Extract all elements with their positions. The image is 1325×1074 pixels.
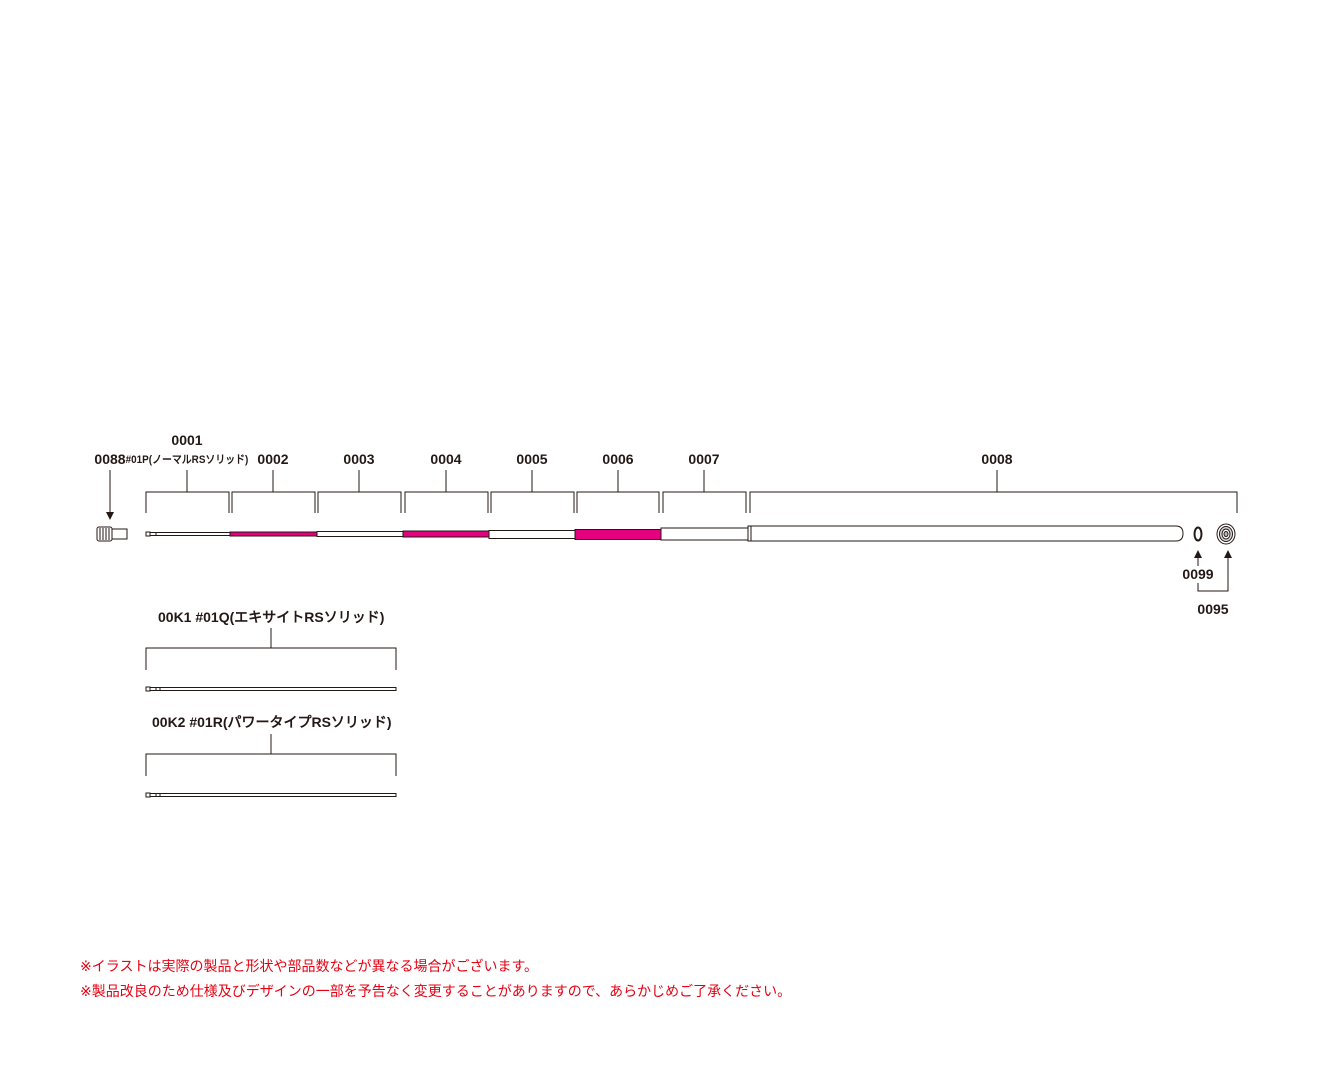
- bracket-0002: [231, 470, 316, 513]
- label-0004: 0004: [430, 451, 462, 467]
- label-00k1: 00K1 #01Q(エキサイトRSソリッド): [158, 609, 385, 625]
- bracket-0008: [749, 470, 1238, 513]
- label-0003: 0003: [343, 451, 375, 467]
- bracket-0001: [145, 470, 230, 513]
- part-0006-section: [574, 529, 662, 540]
- label-0002: 0002: [257, 451, 289, 467]
- part-0099-ring: [1193, 526, 1203, 542]
- note-1: ※イラストは実際の製品と形状や部品数などが異なる場合がございます。: [80, 958, 539, 974]
- label-0005: 0005: [516, 451, 548, 467]
- label-0001-sub: #01P(ノーマルRSソリッド): [125, 454, 249, 466]
- part-0004-section: [402, 530, 490, 538]
- label-0006: 0006: [602, 451, 634, 467]
- bracket-00k2: [145, 734, 397, 776]
- bracket-0095: [1197, 550, 1232, 592]
- part-0088-tip-cover: [96, 526, 128, 542]
- part-0007-section: [660, 527, 749, 541]
- part-0005-section: [488, 530, 576, 539]
- part-00k1-alt-tip: [145, 686, 397, 692]
- part-00k2-alt-tip: [145, 792, 397, 798]
- rod-sections: [145, 525, 1184, 542]
- part-0002-section: [229, 531, 318, 537]
- part-0003-section: [316, 531, 404, 537]
- note-2: ※製品改良のため仕様及びデザインの一部を予告なく変更することがありますので、あら…: [80, 983, 792, 999]
- bracket-0005: [490, 470, 575, 513]
- label-00k2: 00K2 #01R(パワータイプRSソリッド): [152, 714, 392, 730]
- bracket-00k1: [145, 628, 397, 670]
- bracket-0003: [317, 470, 402, 513]
- bracket-0007: [662, 470, 747, 513]
- part-0001-tip-section: [145, 531, 231, 537]
- label-0099: 0099: [1182, 566, 1214, 582]
- label-0001: 0001: [171, 432, 203, 448]
- part-0008-butt-section: [747, 525, 1184, 542]
- part-0095-butt-cap: [1216, 523, 1236, 545]
- label-0007: 0007: [688, 451, 720, 467]
- bracket-0004: [404, 470, 489, 513]
- label-0088: 0088: [94, 451, 126, 467]
- label-0008: 0008: [981, 451, 1013, 467]
- label-0095: 0095: [1197, 601, 1229, 617]
- bracket-0006: [576, 470, 660, 513]
